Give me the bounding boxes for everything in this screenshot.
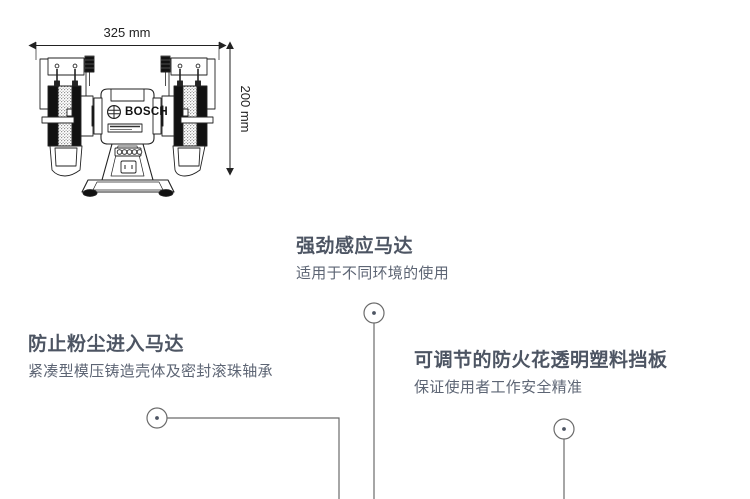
callout-dust-subtitle: 紧凑型模压铸造壳体及密封滚珠轴承: [28, 363, 273, 380]
callout-motor-title: 强劲感应马达: [296, 236, 414, 257]
dimension-width-label: 325 mm: [104, 25, 151, 40]
callout-motor: 强劲感应马达 适用于不同环境的使用: [296, 234, 449, 286]
callout-motor-subtitle: 适用于不同环境的使用: [296, 265, 450, 282]
callout-guard-subtitle: 保证使用者工作安全精准: [414, 379, 583, 396]
callout-guard-title: 可调节的防火花透明塑料挡板: [414, 350, 668, 371]
callout-dot-guard: [553, 418, 575, 499]
product-diagram: 325 mm 200 mm BOSCH: [22, 20, 282, 205]
callout-dust: 防止粉尘进入马达 紧凑型模压铸造壳体及密封滚珠轴承: [28, 332, 273, 384]
callout-dot-dust: [146, 407, 340, 499]
callout-dust-title: 防止粉尘进入马达: [28, 334, 185, 355]
callout-dot-motor: [363, 302, 385, 499]
dimension-height-label: 200 mm: [238, 86, 253, 133]
callout-guard: 可调节的防火花透明塑料挡板 保证使用者工作安全精准: [414, 348, 668, 400]
bosch-brand-label: BOSCH: [125, 106, 168, 118]
